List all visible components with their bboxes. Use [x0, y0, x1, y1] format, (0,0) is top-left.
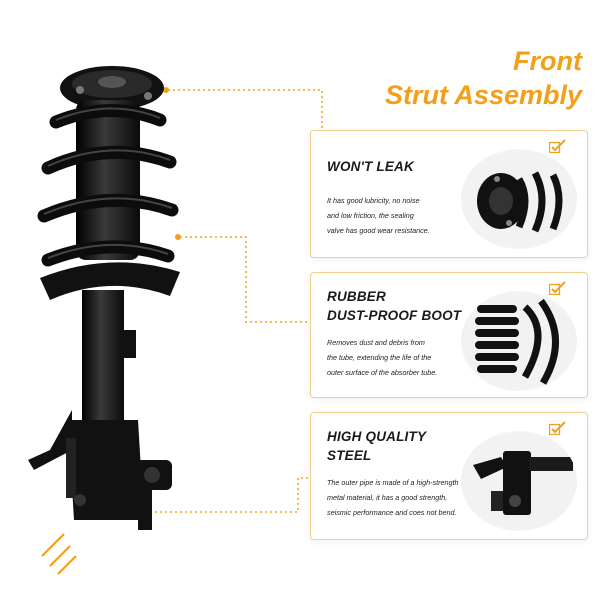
- title-line-1: Front: [513, 46, 582, 76]
- connector-line-1: [168, 89, 323, 130]
- feature-card-wont-leak: WON'T LEAK It has good lubricity, no noi…: [310, 130, 588, 258]
- feature-heading-line: RUBBER: [327, 289, 386, 304]
- feature-heading-line: HIGH QUALITY: [327, 429, 427, 444]
- checkmark-icon: [549, 281, 566, 295]
- feature-description-line: the tube, extending the life of the: [327, 353, 432, 362]
- connector-line-2: [180, 236, 310, 323]
- steel-bracket-thumbnail: [461, 431, 577, 531]
- feature-description: It has good lubricity, no noise and low …: [327, 193, 457, 238]
- feature-heading-line: STEEL: [327, 448, 372, 463]
- feature-card-high-quality-steel: HIGH QUALITY STEEL The outer pipe is mad…: [310, 412, 588, 540]
- feature-heading: RUBBER DUST-PROOF BOOT: [327, 287, 461, 325]
- top-mount-thumbnail: [461, 149, 577, 249]
- feature-heading-line: DUST-PROOF BOOT: [327, 308, 462, 323]
- checkmark-icon: [549, 421, 566, 435]
- feature-description-line: The outer pipe is made of a high-strengt…: [327, 478, 459, 487]
- feature-description-line: seismic performance and coes not bend.: [327, 508, 457, 517]
- feature-heading-line: WON'T LEAK: [327, 159, 414, 174]
- feature-description-line: Removes dust and debris from: [327, 338, 425, 347]
- connector-dot-1: [163, 87, 169, 93]
- feature-description-line: metal material, it has a good strength,: [327, 493, 448, 502]
- feature-description-line: and low friction, the sealing: [327, 211, 414, 220]
- rubber-boot-thumbnail: [461, 291, 577, 391]
- strut-assembly-image: [28, 66, 180, 530]
- feature-description-line: It has good lubricity, no noise: [327, 196, 420, 205]
- feature-description: Removes dust and debris from the tube, e…: [327, 335, 457, 380]
- connector-line-3: [150, 477, 310, 513]
- feature-description-line: valve has good wear resistance.: [327, 226, 430, 235]
- checkmark-icon: [549, 139, 566, 153]
- title-line-2: Strut Assembly: [384, 80, 582, 110]
- feature-heading: WON'T LEAK: [327, 157, 414, 176]
- feature-description: The outer pipe is made of a high-strengt…: [327, 475, 459, 520]
- motion-strokes: [41, 533, 77, 575]
- connector-dot-2: [175, 234, 181, 240]
- feature-card-dust-proof-boot: RUBBER DUST-PROOF BOOT Removes dust and …: [310, 272, 588, 398]
- feature-heading: HIGH QUALITY STEEL: [327, 427, 426, 465]
- feature-description-line: outer surface of the absorber tube.: [327, 368, 438, 377]
